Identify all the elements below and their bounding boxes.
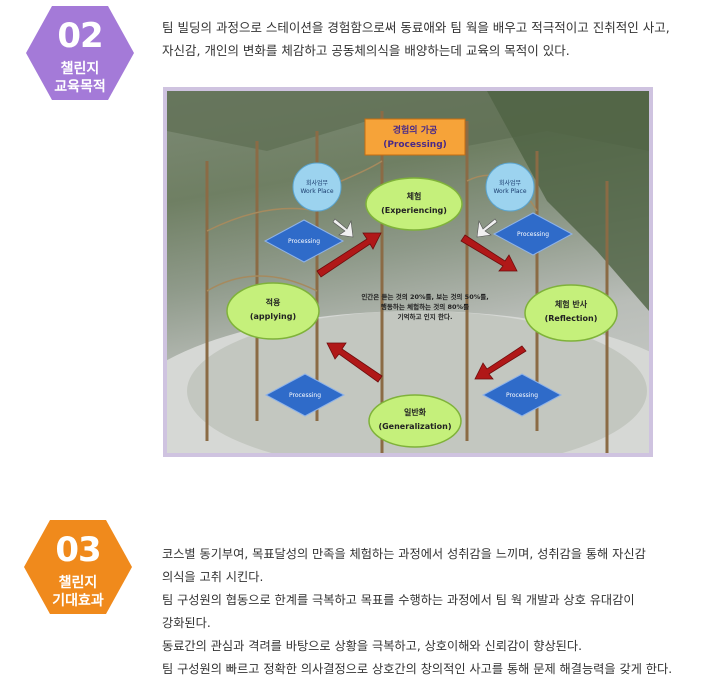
badge-number: 02 [57, 16, 103, 56]
node-generalization-ko: 일반화 [404, 407, 427, 417]
badge-label: 챌린지 교육목적 [54, 61, 106, 95]
effects-line: 강화된다. [162, 616, 211, 630]
badge-number: 03 [55, 530, 101, 570]
diagram-title-en: (Processing) [383, 140, 447, 150]
processing-diagram-image: 경험의 가공 (Processing) 회사업무 Work Place 회사업무… [163, 87, 653, 457]
processing-label: Processing [506, 392, 538, 399]
processing-label: Processing [288, 238, 320, 245]
effects-line: 의식을 고취 시킨다. [162, 570, 264, 584]
center-text-line: 기억하고 인지 한다. [398, 312, 453, 321]
effects-line: 팀 구성원의 협동으로 한계를 극복하고 목표를 수행하는 과정에서 팀 웍 개… [162, 593, 635, 607]
node-applying-en: (applying) [250, 312, 296, 321]
center-text-line: 행동하는 체험하는 것의 80%를 [381, 302, 469, 311]
diagram-svg: 경험의 가공 (Processing) 회사업무 Work Place 회사업무… [167, 91, 649, 453]
effects-line: 코스별 동기부여, 목표달성의 만족을 체험하는 과정에서 성취감을 느끼며, … [162, 547, 646, 561]
effects-line: 동료간의 관심과 격려를 바탕으로 상황을 극복하고, 상호이해와 신뢰감이 향… [162, 639, 582, 653]
badge-label: 챌린지 기대효과 [52, 575, 104, 609]
node-generalization-en: (Generalization) [378, 422, 451, 431]
purpose-line: 자신감, 개인의 변화를 체감하고 공동체의식을 배양하는데 교육의 목적이 있… [162, 43, 570, 58]
node-experiencing-ko: 체험 [407, 191, 422, 201]
workplace-en-right: Work Place [493, 188, 526, 195]
node-reflection-ko: 체험 반사 [555, 299, 588, 309]
section-badge-effects: 03 챌린지 기대효과 [22, 518, 134, 616]
node-applying-ko: 적용 [266, 297, 281, 307]
workplace-ko-left: 회사업무 [306, 179, 329, 187]
node-experiencing-en: (Experiencing) [381, 206, 447, 215]
purpose-text: 팀 빌딩의 과정으로 스테이션을 경험함으로써 동료애와 팀 웍을 배우고 적극… [162, 16, 670, 62]
processing-label: Processing [517, 231, 549, 238]
node-reflection-en: (Reflection) [545, 314, 598, 323]
workplace-ko-right: 회사업무 [499, 179, 522, 187]
hexagon-shape [26, 6, 134, 100]
purpose-line: 팀 빌딩의 과정으로 스테이션을 경험함으로써 동료애와 팀 웍을 배우고 적극… [162, 20, 670, 35]
effects-line: 팀 구성원의 빠르고 정확한 의사결정으로 상호간의 창의적인 사고를 통해 문… [162, 662, 673, 676]
effects-text: 코스별 동기부여, 목표달성의 만족을 체험하는 과정에서 성취감을 느끼며, … [162, 543, 672, 681]
hexagon-shape [24, 520, 132, 614]
diagram-title-ko: 경험의 가공 [393, 124, 438, 136]
section-badge-purpose: 02 챌린지 교육목적 [24, 4, 136, 102]
workplace-en-left: Work Place [300, 188, 333, 195]
processing-label: Processing [289, 392, 321, 399]
center-text-line: 인간은 듣는 것의 20%를, 보는 것의 50%를, [361, 292, 488, 301]
